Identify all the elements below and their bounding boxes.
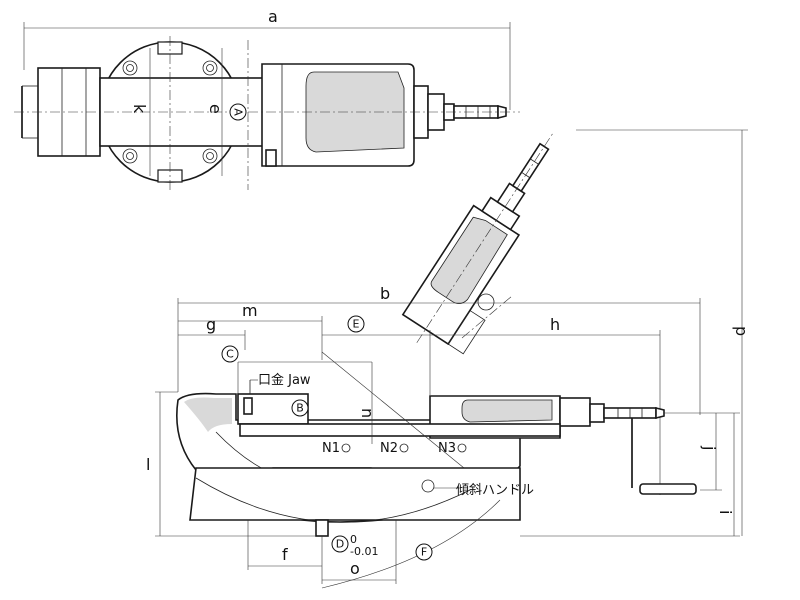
top-view: a	[14, 7, 520, 192]
dim-o: o	[350, 559, 360, 578]
dim-h: h	[550, 315, 560, 334]
ref-C: C	[226, 348, 234, 361]
tilt-handle-label: 傾斜ハンドル	[456, 483, 534, 498]
dim-j: j	[700, 445, 719, 450]
dim-e: e	[206, 104, 225, 114]
dim-n: n	[358, 408, 377, 418]
dim-l: l	[146, 455, 150, 474]
jaw-label: 口金 Jaw	[258, 372, 311, 388]
ref-A: A	[232, 108, 245, 116]
n1-label: N1	[322, 441, 340, 456]
n2-label: N2	[380, 441, 398, 456]
n3-label: N3	[438, 441, 456, 456]
front-view: b m g h E C B 口金 Jaw	[146, 129, 751, 589]
ref-F: F	[421, 546, 427, 559]
tolerance-lower: -0.01	[350, 545, 378, 558]
dim-f: f	[282, 545, 288, 564]
ref-B: B	[296, 402, 304, 415]
dim-g: g	[206, 315, 216, 334]
dim-a: a	[268, 7, 278, 26]
dim-k: k	[130, 104, 149, 114]
dim-m: m	[242, 301, 258, 320]
tilted-jaw-view	[401, 132, 554, 355]
tolerance-upper: 0	[350, 533, 357, 546]
dim-i: i	[716, 510, 735, 514]
ref-E: E	[353, 318, 360, 331]
dim-b: b	[380, 284, 390, 303]
ref-D: D	[336, 538, 344, 551]
dim-p: p	[732, 326, 751, 336]
